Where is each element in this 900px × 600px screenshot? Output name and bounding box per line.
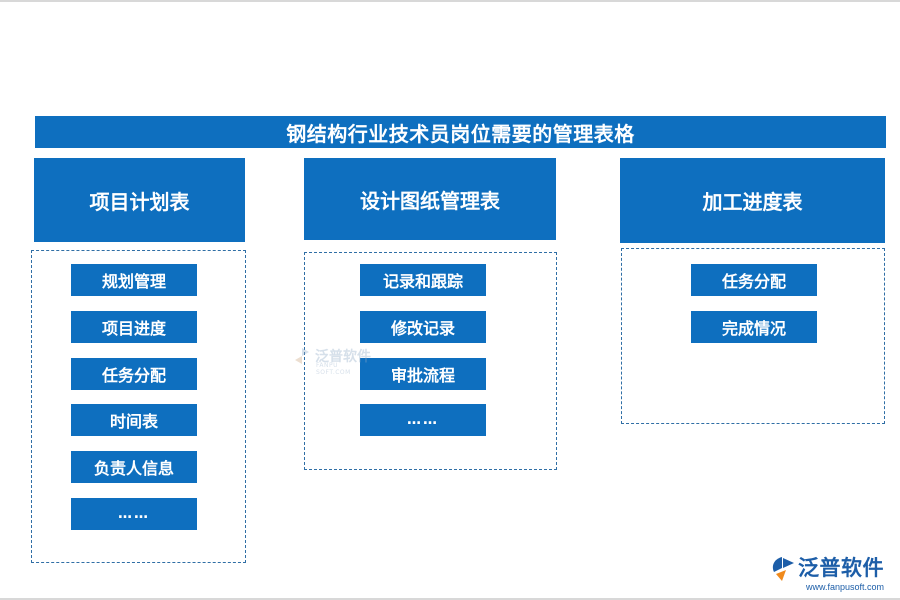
item-task-assignment: 任务分配 [71, 358, 197, 390]
item-task-assignment: 任务分配 [691, 264, 817, 296]
column-box-project-plan [31, 250, 246, 563]
top-divider [0, 0, 900, 2]
column-box-processing-progress [621, 248, 885, 424]
item-plan-management: 规划管理 [71, 264, 197, 296]
column-box-drawing-management [304, 252, 557, 470]
column-heading-processing-progress: 加工进度表 [620, 158, 885, 243]
item-project-progress: 项目进度 [71, 311, 197, 343]
column-heading-drawing-management: 设计图纸管理表 [304, 158, 556, 240]
item-more: …… [360, 404, 486, 436]
watermark-text: 泛普软件 [315, 349, 371, 365]
diagram-title: 钢结构行业技术员岗位需要的管理表格 [35, 116, 886, 148]
item-owner-info: 负责人信息 [71, 451, 197, 483]
logo-text: 泛普软件 [798, 556, 884, 580]
item-completion-status: 完成情况 [691, 311, 817, 343]
fanpu-logo-icon [772, 557, 794, 581]
item-schedule: 时间表 [71, 404, 197, 436]
item-approval-flow: 审批流程 [360, 358, 486, 390]
fanpu-logo: 泛普软件 www.fanpusoft.com [768, 552, 896, 596]
watermark-logo-icon [295, 348, 309, 364]
item-more: …… [71, 498, 197, 530]
watermark-subtext: FANPU SOFT.COM [316, 362, 351, 376]
logo-url: www.fanpusoft.com [806, 582, 885, 592]
bottom-divider [0, 598, 900, 600]
column-heading-project-plan: 项目计划表 [34, 158, 245, 242]
watermark: 泛普软件 FANPU SOFT.COM [292, 346, 371, 376]
item-record-tracking: 记录和跟踪 [360, 264, 486, 296]
item-revision-record: 修改记录 [360, 311, 486, 343]
